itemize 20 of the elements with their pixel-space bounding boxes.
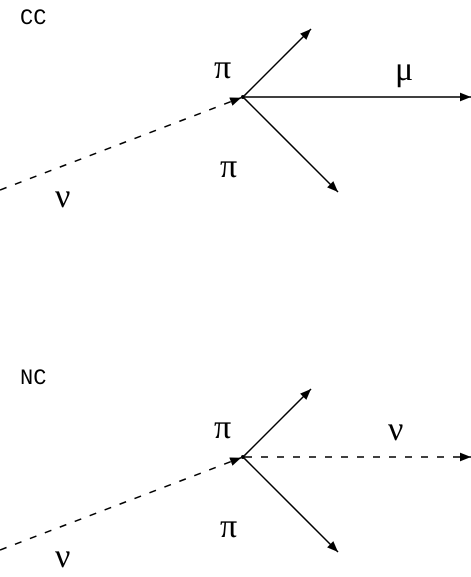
dashed-arrow xyxy=(0,457,242,551)
particle-label: μ xyxy=(395,53,414,87)
interaction-label: CC xyxy=(20,8,46,30)
particle-label: ν xyxy=(388,413,404,447)
particle-label: ν xyxy=(55,540,70,574)
particle-label: π xyxy=(220,510,238,544)
arrow xyxy=(244,98,339,193)
particle-label: π xyxy=(214,51,232,85)
arrow xyxy=(244,28,312,96)
vertex-point xyxy=(241,95,245,99)
particle-label: π xyxy=(220,150,238,184)
particle-label: π xyxy=(214,411,232,445)
arrow xyxy=(245,92,471,102)
vertex-point xyxy=(241,455,245,459)
arrow xyxy=(244,458,339,553)
arrow xyxy=(244,388,312,456)
dashed-arrow xyxy=(0,97,242,191)
particle-label: ν xyxy=(55,180,70,214)
dashed-arrow xyxy=(245,452,471,462)
interaction-label: NC xyxy=(20,368,46,390)
